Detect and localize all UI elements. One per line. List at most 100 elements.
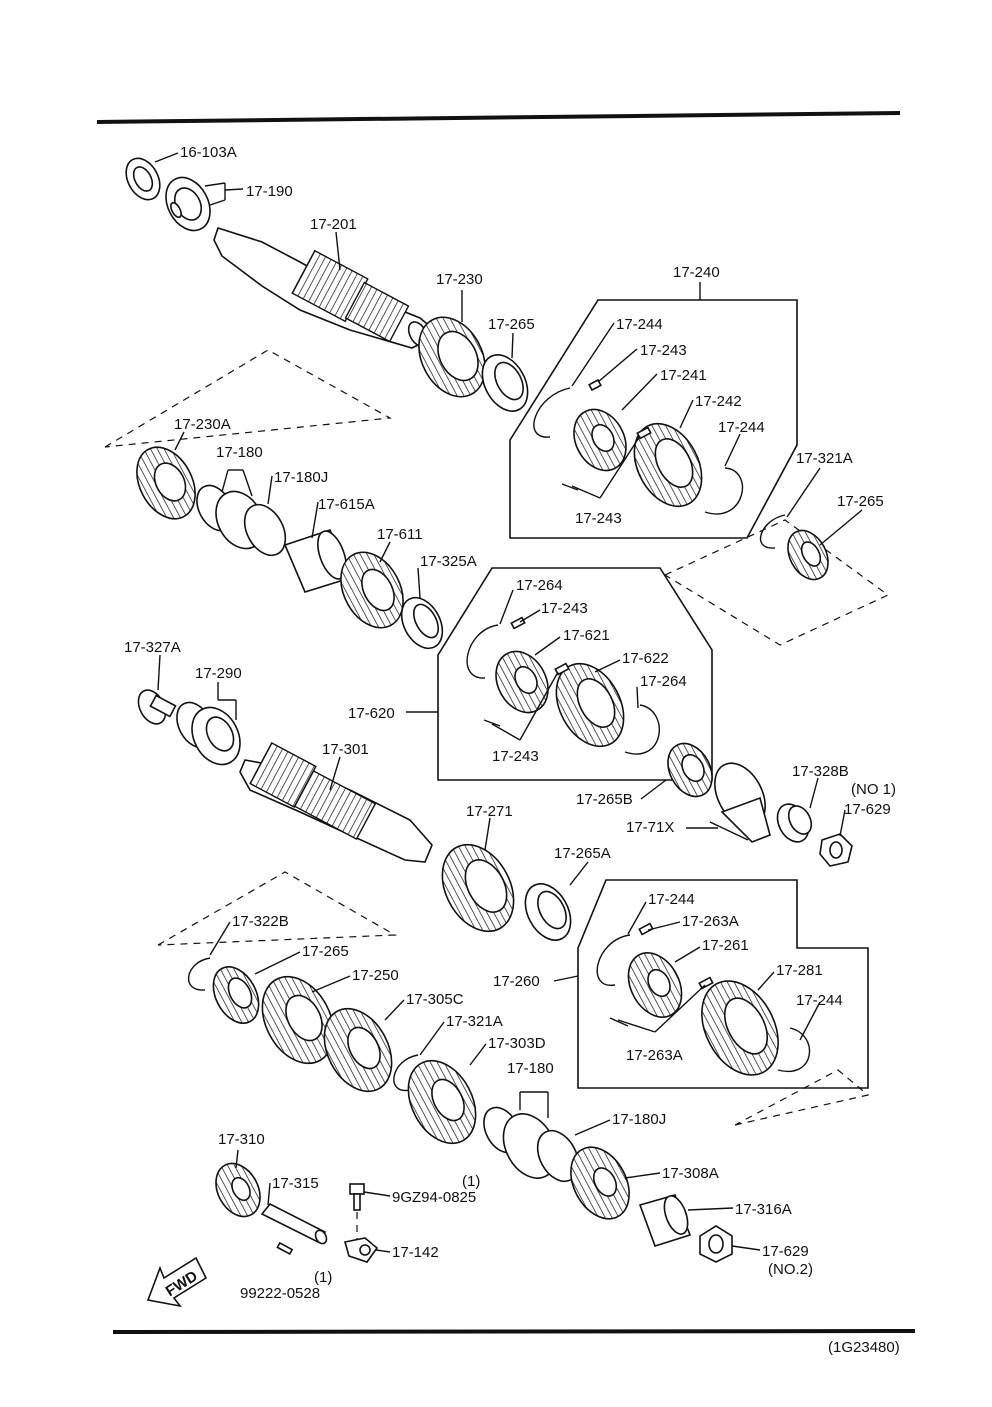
label-99222-0528: 99222-0528 [240, 1285, 320, 1302]
label-17-241: 17-241 [660, 367, 707, 384]
label-17-622: 17-622 [622, 650, 669, 667]
label-17-261: 17-261 [702, 937, 749, 954]
label-16-103A: 16-103A [180, 144, 237, 161]
label-17-629-b: 17-629 [762, 1243, 809, 1260]
diagram-code: (1G23480) [828, 1339, 900, 1356]
label-17-301: 17-301 [322, 741, 369, 758]
label-17-180J-b: 17-180J [612, 1111, 666, 1128]
label-17-250: 17-250 [352, 967, 399, 984]
label-17-615A: 17-615A [318, 496, 375, 513]
shaft-17-315 [260, 1202, 328, 1245]
label-17-325A: 17-325A [420, 553, 477, 570]
label-17-180-a: 17-180 [216, 444, 263, 461]
label-17-265-c: 17-265 [302, 943, 349, 960]
label-17-244-c: 17-244 [648, 891, 695, 908]
label-17-321A-a: 17-321A [796, 450, 853, 467]
key-17-263A-b [698, 976, 714, 990]
synchro-ring-17-264-a [466, 624, 499, 679]
spacer-17-316A [638, 1194, 692, 1247]
label-9GZ94-0825: 9GZ94-0825 [392, 1189, 476, 1206]
label-17-321A-b: 17-321A [446, 1013, 503, 1030]
gear-17-250 [261, 975, 335, 1065]
label-17-290: 17-290 [195, 665, 242, 682]
ring-17-325A [400, 596, 444, 650]
dashed-group-left-bottom [157, 871, 398, 946]
label-17-243-d: 17-243 [492, 748, 539, 765]
label-17-322B: 17-322B [232, 913, 289, 930]
label-17-315: 17-315 [272, 1175, 319, 1192]
assembly-box-17-620 [437, 567, 713, 781]
gear-17-281 [701, 980, 779, 1076]
synchro-ring-17-244-c [596, 934, 631, 986]
gear-17-611 [340, 551, 404, 629]
sleeve-17-622 [555, 662, 625, 748]
ring-17-265-top [481, 354, 529, 412]
label-17-201: 17-201 [310, 216, 357, 233]
snap-ring-17-321A-a [759, 514, 786, 549]
part-labels: 16-103A 17-190 17-201 17-230 17-265 17-2… [124, 144, 900, 1356]
label-17-264-a: 17-264 [516, 577, 563, 594]
label-17-260: 17-260 [493, 973, 540, 990]
spacer-17-615A [283, 529, 352, 593]
gear-17-230 [418, 316, 486, 398]
snap-ring-17-321A-b [393, 1054, 419, 1092]
gear-17-310 [215, 1162, 261, 1218]
nut-17-629-no2 [699, 1225, 733, 1263]
hub-17-621 [495, 650, 549, 714]
label-17-310: 17-310 [218, 1131, 265, 1148]
label-17-265A: 17-265A [554, 845, 611, 862]
spring-17-243 [561, 483, 579, 491]
label-17-328B-note: (NO 1) [851, 781, 896, 798]
label-17-71X: 17-71X [626, 819, 674, 836]
label-17-263A-b: 17-263A [626, 1047, 683, 1064]
top-rule [96, 111, 901, 124]
label-17-243-c: 17-243 [541, 600, 588, 617]
ring-17-265B [667, 742, 713, 798]
key-17-243-a [588, 378, 602, 392]
shim-17-180J-a [243, 503, 287, 557]
bearing-17-290 [176, 701, 241, 766]
label-17-263A-a: 17-263A [682, 913, 739, 930]
label-17-180-b: 17-180 [507, 1060, 554, 1077]
label-17-243-a: 17-243 [640, 342, 687, 359]
nut-17-629-no1 [819, 833, 853, 867]
label-17-180J-a: 17-180J [274, 469, 328, 486]
label-17-621: 17-621 [563, 627, 610, 644]
assembly-box-17-240 [509, 299, 798, 539]
gear-17-230A [136, 446, 196, 520]
bearing-17-190 [165, 176, 211, 232]
label-17-264-b: 17-264 [640, 673, 687, 690]
gear-17-71X [709, 762, 771, 843]
label-17-230: 17-230 [436, 271, 483, 288]
label-17-316A: 17-316A [735, 1201, 792, 1218]
key-17-243-d [554, 662, 570, 676]
fwd-arrow-icon: FWD [146, 1256, 208, 1308]
washer-17-327A [137, 689, 177, 725]
shim-17-180J-b [536, 1129, 580, 1183]
label-17-265B: 17-265B [576, 791, 633, 808]
gear-17-305C [323, 1007, 393, 1093]
assembly-box-17-260 [577, 879, 869, 1089]
label-17-244-b: 17-244 [718, 419, 765, 436]
label-17-305C: 17-305C [406, 991, 464, 1008]
label-9GZ94-qty: (1) [462, 1173, 480, 1190]
snap-ring-17-322B [187, 957, 211, 991]
ring-17-265-c [212, 966, 260, 1024]
key-17-243-c [510, 616, 526, 630]
gear-17-271 [441, 843, 515, 933]
label-17-271: 17-271 [466, 803, 513, 820]
bracket-17-142 [343, 1237, 379, 1263]
label-17-281: 17-281 [776, 962, 823, 979]
sleeve-17-242 [633, 422, 703, 508]
ring-17-265A [524, 883, 572, 941]
synchro-ring-17-244-b [704, 467, 744, 515]
bottom-rule [112, 1329, 916, 1334]
label-99222-qty: (1) [314, 1269, 332, 1286]
synchro-ring-17-244-a [533, 387, 571, 438]
label-17-611: 17-611 [377, 526, 423, 543]
label-17-629-a: 17-629 [844, 801, 891, 818]
label-17-240: 17-240 [673, 264, 720, 281]
label-17-308A: 17-308A [662, 1165, 719, 1182]
